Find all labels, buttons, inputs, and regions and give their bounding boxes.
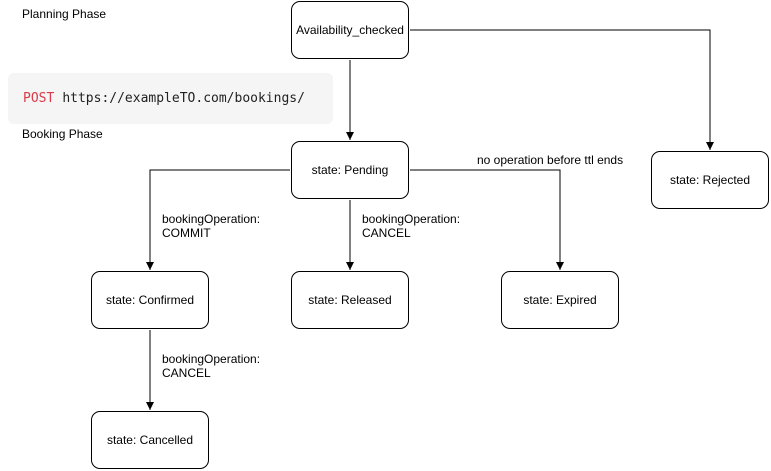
edge-label-commit: bookingOperation: COMMIT bbox=[162, 212, 261, 240]
edge-label-cancel-confirmed: bookingOperation: CANCEL bbox=[162, 352, 261, 380]
edge-label-cancel-pending-line2: CANCEL bbox=[362, 226, 411, 240]
http-method: POST bbox=[23, 91, 55, 106]
node-rejected: state: Rejected bbox=[651, 151, 769, 209]
arrow-pending-to-confirmed bbox=[146, 169, 290, 270]
edge-label-ttl: no operation before ttl ends bbox=[477, 153, 624, 167]
node-availability-checked: Availability_checked bbox=[291, 1, 409, 59]
arrow-availability-to-rejected bbox=[410, 29, 714, 150]
edge-label-cancel-confirmed-line2: CANCEL bbox=[162, 366, 211, 380]
request-code-block: POST https://exampleTO.com/bookings/ bbox=[8, 73, 333, 124]
request-url: https://exampleTO.com/bookings/ bbox=[62, 91, 305, 106]
node-released: state: Released bbox=[291, 271, 409, 329]
node-confirmed: state: Confirmed bbox=[91, 271, 209, 329]
edge-label-commit-line2: COMMIT bbox=[162, 226, 211, 240]
edge-label-commit-line1: bookingOperation: bbox=[162, 212, 261, 226]
planning-phase-label: Planning Phase bbox=[22, 7, 107, 21]
edge-label-cancel-pending: bookingOperation: CANCEL bbox=[362, 212, 461, 240]
node-expired: state: Expired bbox=[501, 271, 619, 329]
edge-label-cancel-confirmed-line1: bookingOperation: bbox=[162, 352, 261, 366]
node-pending: state: Pending bbox=[291, 141, 409, 199]
booking-phase-label: Booking Phase bbox=[22, 127, 103, 141]
edge-label-cancel-pending-line1: bookingOperation: bbox=[362, 212, 461, 226]
node-cancelled: state: Cancelled bbox=[91, 411, 209, 469]
arrow-pending-to-expired bbox=[410, 169, 564, 270]
